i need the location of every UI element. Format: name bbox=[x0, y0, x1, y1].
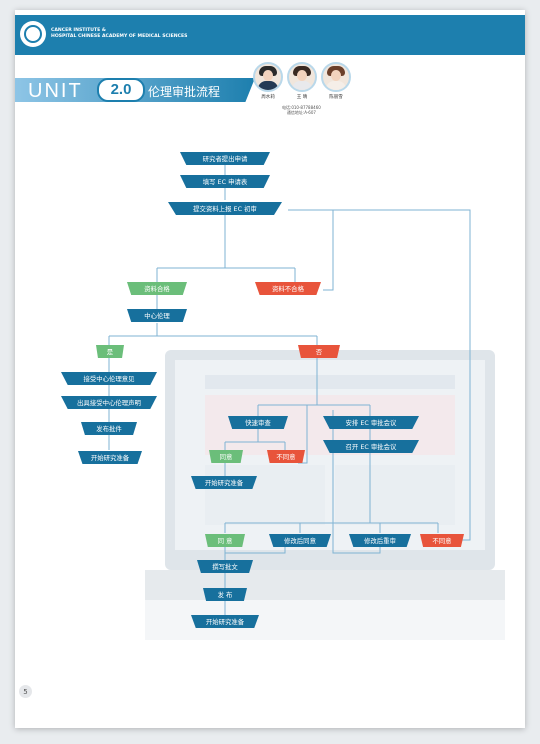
flow-decision-disagree: 不同意 bbox=[420, 534, 464, 547]
contact-person-3: 陈丽雪 bbox=[321, 62, 351, 100]
flow-start-research-prep: 开始研究准备 bbox=[78, 451, 142, 464]
flow-fast-disagree: 不同意 bbox=[267, 450, 305, 463]
flow-central-ethics: 中心伦理 bbox=[127, 309, 187, 322]
unit-title: 伦理审批流程 bbox=[148, 85, 221, 99]
flow-issue-central-statement: 出具接受中心伦理声明 bbox=[61, 396, 157, 409]
institution-header-bar: CANCER INSTITUTE & HOSPITAL CHINESE ACAD… bbox=[15, 15, 525, 55]
flow-no-branch: 否 bbox=[298, 345, 340, 358]
flowchart-connectors bbox=[108, 165, 471, 615]
flow-step-fill-ec-form: 填写 EC 申请表 bbox=[180, 175, 270, 188]
institution-logo-icon bbox=[20, 21, 46, 47]
flow-yes-branch: 是 bbox=[96, 345, 124, 358]
contact-address: 通信地址:A-607 bbox=[286, 110, 316, 115]
flow-materials-qualified: 资料合格 bbox=[127, 282, 187, 295]
unit-label: UNIT bbox=[28, 80, 83, 102]
flow-step-submit-ec-review: 提交资料上报 EC 初审 bbox=[168, 202, 282, 215]
avatar bbox=[253, 62, 283, 92]
flow-hold-ec-meeting: 召开 EC 审批会议 bbox=[323, 440, 419, 453]
flow-step-submit-application: 研究者提出申请 bbox=[180, 152, 270, 165]
contact-info: 电话:010-87788460 通信地址:A-607 bbox=[282, 105, 321, 115]
avatar bbox=[321, 62, 351, 92]
unit-version-badge: 2.0 bbox=[97, 78, 145, 102]
flow-materials-unqualified: 资料不合格 bbox=[255, 282, 321, 295]
flow-accept-central-opinion: 接受中心伦理意见 bbox=[61, 372, 157, 385]
flow-final-start-research: 开始研究准备 bbox=[191, 615, 259, 628]
flow-decision-modify-agree: 修改后同意 bbox=[269, 534, 331, 547]
flow-arrange-ec-meeting: 安排 EC 审批会议 bbox=[323, 416, 419, 429]
institute-name-line2: HOSPITAL CHINESE ACADEMY OF MEDICAL SCIE… bbox=[51, 34, 188, 39]
page-number: 5 bbox=[19, 685, 32, 698]
contact-person-1: 周水莉 bbox=[253, 62, 283, 100]
flow-publish-approval: 发布批件 bbox=[81, 422, 137, 435]
flow-fast-start-research: 开始研究准备 bbox=[191, 476, 257, 489]
flow-decision-agree: 同 意 bbox=[205, 534, 245, 547]
contact-phone: 电话:010-87788460 bbox=[282, 105, 321, 110]
flow-final-publish: 发 布 bbox=[203, 588, 247, 601]
flow-fast-agree: 同意 bbox=[209, 450, 243, 463]
document-page: CANCER INSTITUTE & HOSPITAL CHINESE ACAD… bbox=[15, 10, 525, 728]
flow-write-approval: 撰写批文 bbox=[197, 560, 253, 573]
avatar bbox=[287, 62, 317, 92]
flow-decision-modify-rereview: 修改后重审 bbox=[349, 534, 411, 547]
flow-fast-review: 快速审查 bbox=[228, 416, 288, 429]
contact-person-2: 王 晴 bbox=[287, 62, 317, 100]
institute-name-line1: CANCER INSTITUTE & bbox=[51, 28, 106, 33]
